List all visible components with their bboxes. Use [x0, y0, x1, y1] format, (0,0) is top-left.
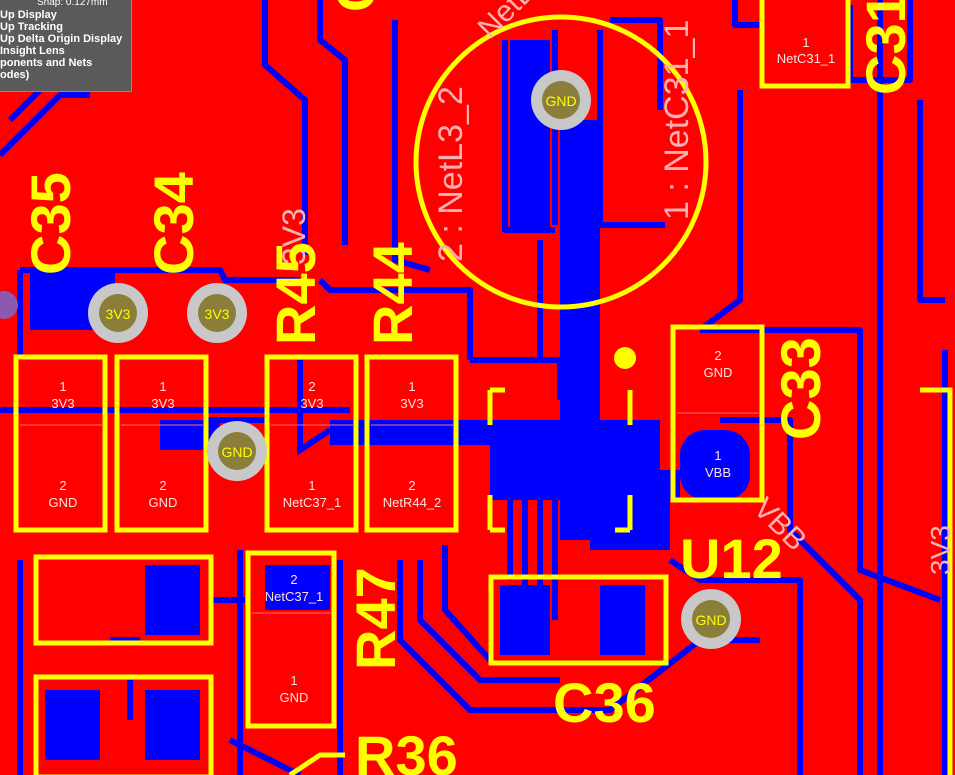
designator-c34: C34 — [142, 172, 205, 275]
designator-r36: R36 — [355, 724, 458, 775]
net-label-3v3: 3V3 — [276, 208, 312, 265]
vias[interactable]: GND 3V3 3V3 GND GND — [0, 70, 741, 649]
pad-net: GND — [704, 365, 733, 380]
designator-c33: C33 — [769, 337, 832, 440]
pad-number: 2 — [408, 478, 415, 493]
net-label-edge: 3V3 — [925, 525, 955, 575]
designator-u12: U12 — [680, 527, 783, 590]
svg-text:3V3: 3V3 — [205, 306, 230, 322]
pad-number: 1 — [59, 379, 66, 394]
pad-net: NetC37_1 — [265, 589, 324, 604]
pad-number: 1 — [714, 448, 721, 463]
pad-net: GND — [149, 495, 178, 510]
insight-line: Insight Lens — [0, 45, 65, 57]
r44-outline — [364, 354, 459, 533]
via-3v3-b: 3V3 — [187, 283, 247, 343]
pad-number: 1 — [408, 379, 415, 394]
designator-c3-partial: C3 — [324, 0, 387, 12]
pad-net: GND — [49, 495, 78, 510]
c36-outline — [488, 574, 669, 666]
pad-net: NetR44_2 — [383, 495, 442, 510]
pad-number: 1 — [308, 478, 315, 493]
bottom-copper-fill — [30, 40, 750, 760]
c34-outline — [114, 354, 209, 533]
pad-labels: 1 3V3 2 GND 1 3V3 2 GND 2 3V3 1 NetC37_1… — [49, 35, 836, 705]
pad-net: VBB — [705, 465, 731, 480]
designator-c35: C35 — [19, 172, 82, 275]
designator-r47: R47 — [344, 567, 407, 670]
r45-outline — [264, 354, 359, 533]
pad-net: GND — [280, 690, 309, 705]
r36-outline-bottom — [33, 674, 214, 775]
designator-r44: R44 — [361, 242, 424, 345]
svg-text:3V3: 3V3 — [106, 306, 131, 322]
pad-net: NetC37_1 — [283, 495, 342, 510]
pad-net: 3V3 — [400, 396, 423, 411]
designator-r45: R45 — [264, 242, 327, 345]
insight-line: odes) — [0, 69, 30, 81]
insight-line: Snap: 0.127mm — [37, 0, 108, 8]
designator-c36: C36 — [553, 671, 656, 734]
r47-outline — [245, 550, 337, 729]
r36-outline-top — [33, 554, 214, 646]
insight-line: Up Delta Origin Display — [0, 33, 123, 45]
svg-text:GND: GND — [545, 93, 576, 109]
c31-outline — [759, 0, 851, 89]
u12-outline — [487, 387, 505, 425]
pad-net: 3V3 — [151, 396, 174, 411]
svg-text:GND: GND — [221, 444, 252, 460]
designators: C35 C34 R45 R44 C33 C31 R47 U12 C36 R36 … — [19, 0, 917, 775]
pad-net: NetC31_1 — [777, 51, 836, 66]
pad-number: 2 — [159, 478, 166, 493]
inductor-outline — [413, 14, 709, 310]
insight-line: Up Tracking — [0, 21, 63, 33]
insight-lens-panel: Snap: 0.127mm Up Display Up Tracking Up … — [0, 0, 132, 92]
silkscreen-outlines — [13, 0, 953, 775]
svg-text:GND: GND — [695, 612, 726, 628]
pad-net: 3V3 — [51, 396, 74, 411]
insight-line: Up Display — [0, 9, 57, 21]
pad-number: 2 — [308, 379, 315, 394]
u12-pin1-marker — [614, 347, 636, 369]
via-gnd-mid: GND — [207, 421, 267, 481]
net-label-netl3: 2 : NetL3_2 — [432, 86, 470, 262]
via-gnd-right: GND — [681, 589, 741, 649]
pad-number: 1 — [159, 379, 166, 394]
pad-number: 2 — [59, 478, 66, 493]
via-partial-left — [0, 291, 18, 319]
pad-number: 1 — [290, 673, 297, 688]
designator-c31: C31 — [854, 0, 917, 95]
pad-number: 1 — [802, 35, 809, 50]
pad-dividers — [20, 412, 759, 614]
pad-number: 2 — [714, 348, 721, 363]
via-3v3-a: 3V3 — [88, 283, 148, 343]
pad-number: 2 — [290, 572, 297, 587]
insight-line: ponents and Nets — [0, 57, 93, 69]
c35-outline — [13, 354, 108, 533]
pad-net: 3V3 — [300, 396, 323, 411]
net-label-netc31: 1 : NetC31_1 — [658, 20, 696, 220]
via-gnd-top: GND — [531, 70, 591, 130]
c33-outline — [670, 324, 765, 503]
